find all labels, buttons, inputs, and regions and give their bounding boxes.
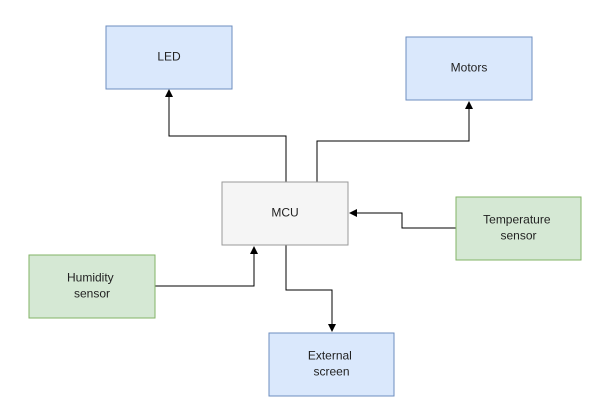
mcu-label-line-1: MCU (271, 206, 298, 220)
motors-label: Motors (451, 61, 488, 75)
led-box (105, 25, 233, 90)
node-temperature-sensor: Temperature sensor (455, 196, 582, 261)
humidity-sensor-label-line-2: sensor (74, 287, 110, 301)
temperature-sensor-label: Temperature sensor (483, 213, 554, 243)
node-led: LED (105, 25, 233, 90)
led-label: LED (157, 50, 181, 64)
mcu-label: MCU (271, 206, 298, 220)
node-motors: Motors (405, 36, 533, 101)
temperature-sensor-box (455, 196, 582, 261)
edge-temperature-to-mcu (349, 209, 456, 229)
external-screen-label-line-1: External (308, 349, 352, 363)
external-screen-label-line-2: screen (313, 365, 349, 379)
edge-mcu-to-led (165, 89, 287, 182)
mcu-box (221, 181, 349, 246)
led-label-line-1: LED (157, 50, 181, 64)
temperature-sensor-label-line-1: Temperature (483, 213, 551, 227)
edges (155, 89, 473, 332)
humidity-sensor-label: Humidity sensor (67, 271, 117, 301)
external-screen-label: External screen (308, 349, 355, 379)
external-screen-box (268, 332, 395, 397)
motors-label-line-1: Motors (451, 61, 488, 75)
edge-mcu-to-screen (285, 245, 336, 332)
humidity-sensor-label-line-1: Humidity (67, 271, 114, 285)
motors-box (405, 36, 533, 101)
node-external-screen: External screen (268, 332, 395, 397)
edge-mcu-to-motors (316, 101, 473, 182)
humidity-sensor-box (28, 254, 156, 319)
edge-humidity-to-mcu (155, 246, 258, 287)
node-humidity-sensor: Humidity sensor (28, 254, 156, 319)
node-mcu: MCU (221, 181, 349, 246)
temperature-sensor-label-line-2: sensor (500, 229, 536, 243)
